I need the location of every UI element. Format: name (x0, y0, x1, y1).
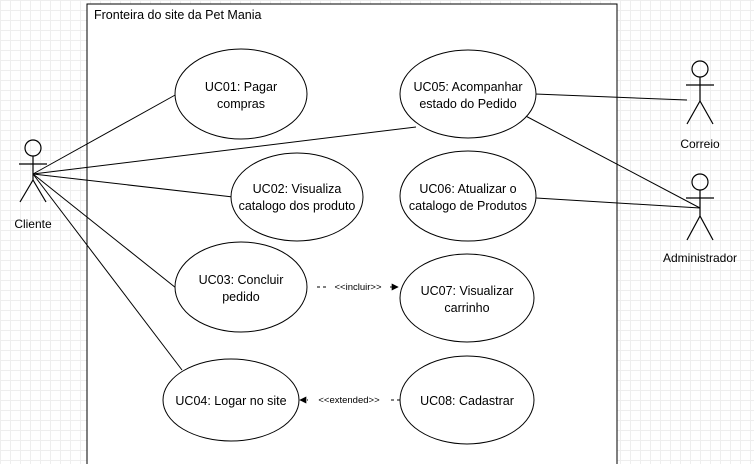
dependency-include: <<incluir>> (317, 280, 399, 293)
actor-correio-leg-left (686, 100, 701, 125)
actor-administrador-head (691, 173, 709, 191)
association-administrador-uc05 (519, 112, 701, 209)
actor-cliente[interactable] (19, 139, 47, 203)
use-case-uc02[interactable]: UC02: Visualiza catalogo dos produto (230, 152, 364, 242)
association-cliente-uc04 (32, 173, 183, 371)
use-case-uc06-line2: catalogo de Produtos (409, 199, 527, 213)
use-case-uc05-line2: estado do Pedido (419, 97, 516, 111)
use-case-uc08-line1: UC08: Cadastrar (420, 394, 514, 408)
use-case-uc06[interactable]: UC06: Atualizar o catalogo de Produtos (399, 150, 537, 242)
use-case-uc03-line1: UC03: Concluir (199, 273, 284, 287)
use-case-uc03[interactable]: UC03: Concluir pedido (174, 241, 308, 333)
association-cliente-uc01 (32, 93, 178, 175)
use-case-uc02-line2: catalogo dos produto (239, 199, 356, 213)
actor-administrador-leg-left (686, 215, 701, 241)
association-correio-uc05 (534, 93, 688, 101)
association-cliente-uc03 (32, 173, 177, 289)
actor-administrador-label: Administrador (663, 251, 737, 265)
use-case-uc03-ellipse[interactable] (174, 241, 308, 333)
actor-correio-leg-right (699, 100, 714, 125)
use-case-uc01-line1: UC01: Pagar (205, 80, 277, 94)
use-case-uc08[interactable]: UC08: Cadastrar (399, 355, 535, 445)
use-case-uc01-line2: compras (217, 97, 265, 111)
use-case-uc07-line2: carrinho (444, 301, 489, 315)
use-case-uc07-ellipse[interactable] (399, 253, 535, 343)
actor-correio-head (691, 60, 709, 78)
use-case-uc05-line1: UC05: Acompanhar (413, 80, 522, 94)
extend-label: <<extended>> (318, 395, 380, 406)
actor-correio-label: Correio (680, 137, 720, 151)
use-case-uc06-ellipse[interactable] (399, 150, 537, 242)
association-cliente-uc02 (32, 173, 234, 198)
use-case-uc01-ellipse[interactable] (174, 48, 308, 140)
include-label-bg (326, 280, 390, 293)
association-administrador-uc06 (535, 197, 701, 209)
use-case-uc01[interactable]: UC01: Pagar compras (174, 48, 308, 140)
include-label: <<incluir>> (334, 282, 381, 293)
extend-label-bg (308, 393, 390, 406)
use-case-uc07-line1: UC07: Visualizar (421, 284, 514, 298)
dependency-extend: <<extended>> (299, 393, 400, 406)
boundary-title: Fronteira do site da Pet Mania (94, 8, 261, 22)
use-case-uc03-line2: pedido (222, 290, 260, 304)
actor-administrador[interactable] (686, 173, 714, 241)
use-case-uc08-ellipse[interactable] (399, 355, 535, 445)
use-case-uc04-ellipse[interactable] (162, 358, 300, 442)
actor-administrador-leg-right (699, 215, 714, 241)
use-case-uc05[interactable]: UC05: Acompanhar estado do Pedido (399, 49, 537, 139)
use-case-uc02-line1: UC02: Visualiza (253, 182, 342, 196)
association-cliente-uc05 (32, 126, 417, 175)
use-case-uc05-ellipse[interactable] (399, 49, 537, 139)
actor-cliente-head (24, 139, 42, 157)
actor-cliente-leg-left (19, 179, 34, 203)
association-lines (32, 93, 701, 371)
actor-correio[interactable] (686, 60, 714, 125)
use-case-uc07[interactable]: UC07: Visualizar carrinho (399, 253, 535, 343)
actor-cliente-leg-right (32, 179, 47, 203)
use-case-uc04[interactable]: UC04: Logar no site (162, 358, 300, 442)
use-case-uc02-ellipse[interactable] (230, 152, 364, 242)
use-case-uc04-line1: UC04: Logar no site (175, 394, 286, 408)
use-case-uc06-line1: UC06: Atualizar o (419, 182, 516, 196)
actor-cliente-label: Cliente (14, 217, 52, 231)
